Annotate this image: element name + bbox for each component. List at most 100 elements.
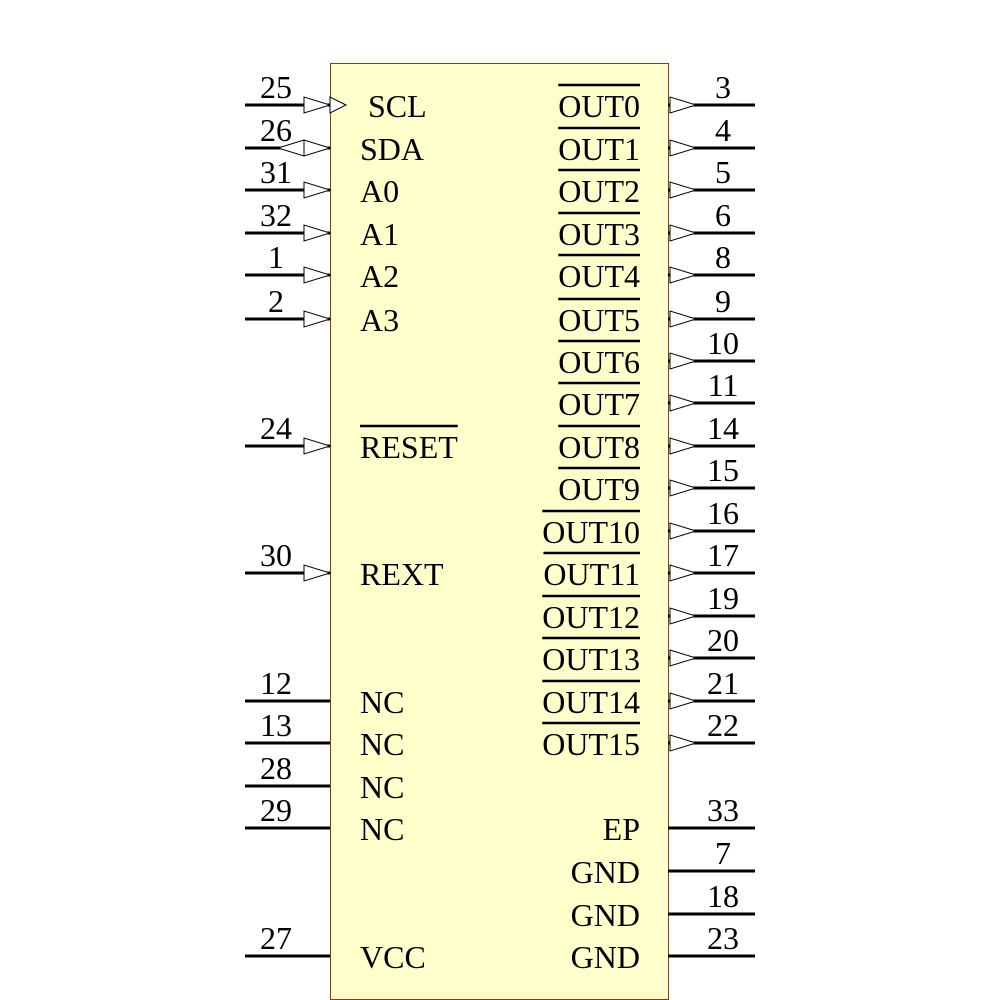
right-pin-23-number: 23 bbox=[707, 920, 739, 956]
right-pin-5-number: 5 bbox=[715, 154, 731, 190]
right-pin-6-label: OUT3 bbox=[558, 216, 640, 252]
left-pin-12-number: 12 bbox=[260, 665, 292, 701]
left-pin-30-input-arrow-icon bbox=[303, 564, 332, 582]
left-pin-24-label: RESET bbox=[360, 429, 458, 465]
right-pin-8-label: OUT4 bbox=[558, 258, 640, 294]
right-pin-21-number: 21 bbox=[707, 665, 739, 701]
left-pin-27-number: 27 bbox=[260, 920, 292, 956]
right-pin-17-output-arrow-icon bbox=[669, 564, 698, 582]
left-pin-group: 25SCL26SDA31A032A11A22A324RESET30REXT12N… bbox=[245, 69, 458, 975]
ic-body bbox=[330, 63, 669, 1000]
right-pin-11-number: 11 bbox=[708, 367, 739, 403]
right-pin-4-number: 4 bbox=[715, 112, 731, 148]
left-pin-25-input-arrow-icon bbox=[303, 96, 332, 114]
right-pin-19-number: 19 bbox=[707, 580, 739, 616]
left-pin-32-label: A1 bbox=[360, 216, 399, 252]
left-pin-13-label: NC bbox=[360, 726, 404, 762]
right-pin-15-number: 15 bbox=[707, 452, 739, 488]
right-pin-33-label: EP bbox=[603, 811, 640, 847]
right-pin-11-label: OUT7 bbox=[558, 386, 640, 422]
right-pin-8-number: 8 bbox=[715, 239, 731, 275]
right-pin-6-number: 6 bbox=[715, 197, 731, 233]
right-pin-9-label: OUT5 bbox=[558, 302, 640, 338]
left-pin-25-clock-icon bbox=[329, 96, 348, 114]
right-pin-22-label: OUT15 bbox=[542, 726, 640, 762]
left-pin-26-number: 26 bbox=[260, 112, 292, 148]
right-pin-18-number: 18 bbox=[707, 878, 739, 914]
left-pin-30-number: 30 bbox=[260, 537, 292, 573]
left-pin-24-number: 24 bbox=[260, 410, 292, 446]
left-pin-32-number: 32 bbox=[260, 197, 292, 233]
left-pin-31-number: 31 bbox=[260, 154, 292, 190]
right-pin-22-number: 22 bbox=[707, 707, 739, 743]
right-pin-20-output-arrow-icon bbox=[669, 649, 698, 667]
right-pin-group: 3OUT04OUT15OUT26OUT38OUT49OUT510OUT611OU… bbox=[542, 69, 755, 975]
right-pin-8-output-arrow-icon bbox=[669, 266, 698, 284]
right-pin-19-output-arrow-icon bbox=[669, 607, 698, 625]
left-pin-29-number: 29 bbox=[260, 792, 292, 828]
right-pin-4-output-arrow-icon bbox=[669, 139, 698, 157]
right-pin-22-output-arrow-icon bbox=[669, 734, 698, 752]
right-pin-3-output-arrow-icon bbox=[669, 96, 698, 114]
right-pin-17-label: OUT11 bbox=[543, 556, 640, 592]
left-pin-30-label: REXT bbox=[360, 556, 444, 592]
right-pin-9-output-arrow-icon bbox=[669, 310, 698, 328]
left-pin-1-label: A2 bbox=[360, 258, 399, 294]
left-pin-1-input-arrow-icon bbox=[303, 266, 332, 284]
right-pin-19-label: OUT12 bbox=[542, 599, 640, 635]
right-pin-23-label: GND bbox=[571, 939, 640, 975]
left-pin-1-number: 1 bbox=[268, 239, 284, 275]
left-pin-32-input-arrow-icon bbox=[303, 224, 332, 242]
right-pin-16-output-arrow-icon bbox=[669, 522, 698, 540]
left-pin-28-label: NC bbox=[360, 769, 404, 805]
right-pin-3-number: 3 bbox=[715, 69, 731, 105]
right-pin-16-number: 16 bbox=[707, 495, 739, 531]
right-pin-20-label: OUT13 bbox=[542, 641, 640, 677]
right-pin-21-label: OUT14 bbox=[542, 684, 640, 720]
left-pin-24-input-arrow-icon bbox=[303, 437, 332, 455]
right-pin-10-output-arrow-icon bbox=[669, 352, 698, 370]
right-pin-6-output-arrow-icon bbox=[669, 224, 698, 242]
left-pin-2-input-arrow-icon bbox=[303, 310, 332, 328]
right-pin-7-number: 7 bbox=[715, 835, 731, 871]
right-pin-5-output-arrow-icon bbox=[669, 181, 698, 199]
left-pin-29-label: NC bbox=[360, 811, 404, 847]
left-pin-25-label: SCL bbox=[368, 88, 427, 124]
left-pin-12-label: NC bbox=[360, 684, 404, 720]
left-pin-26-output-arrow-icon bbox=[276, 139, 305, 157]
right-pin-20-number: 20 bbox=[707, 622, 739, 658]
right-pin-18-label: GND bbox=[571, 897, 640, 933]
right-pin-14-number: 14 bbox=[707, 410, 739, 446]
right-pin-4-label: OUT1 bbox=[558, 131, 640, 167]
right-pin-10-label: OUT6 bbox=[558, 344, 640, 380]
left-pin-2-a3: 2A3 bbox=[245, 283, 399, 338]
right-pin-3-label: OUT0 bbox=[558, 88, 640, 124]
left-pin-26-label: SDA bbox=[360, 131, 424, 167]
right-pin-15-output-arrow-icon bbox=[669, 479, 698, 497]
left-pin-25-number: 25 bbox=[260, 69, 292, 105]
right-pin-15-label: OUT9 bbox=[558, 471, 640, 507]
left-pin-1-a2: 1A2 bbox=[245, 239, 399, 294]
left-pin-31-input-arrow-icon bbox=[303, 181, 332, 199]
